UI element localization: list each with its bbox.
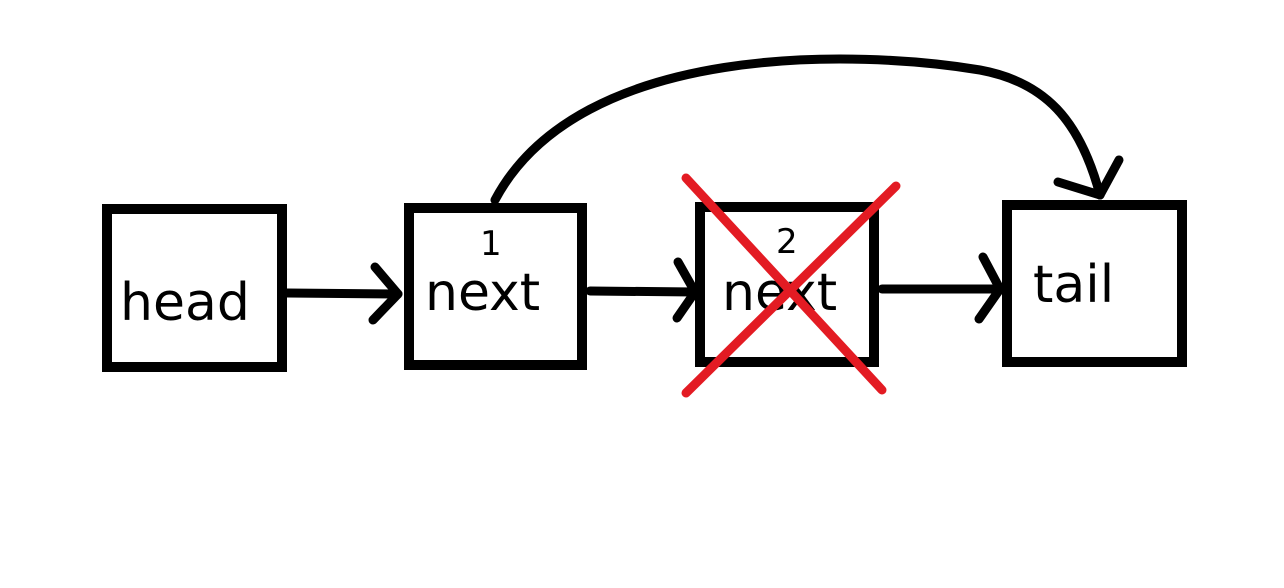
node-next-2-index: 2 [776, 222, 798, 262]
removal-cross-mark [681, 173, 901, 398]
node-head-label: head [120, 273, 250, 333]
arrow-head-to-next1-tip [368, 262, 403, 325]
node-next-1-index: 1 [480, 224, 502, 264]
node-next-1-box [404, 203, 587, 370]
node-tail: tail [1002, 200, 1187, 367]
arrow-next2-to-tail-tip [974, 252, 1005, 324]
bypass-arrowhead-left [1053, 177, 1105, 200]
node-next-1: 1 next [404, 203, 587, 370]
node-next-1-label: next [425, 263, 540, 323]
node-head-box [102, 204, 287, 372]
arrow-next1-to-next2-line [585, 286, 700, 297]
node-head: head [102, 204, 287, 372]
node-tail-box [1002, 200, 1187, 367]
node-next-2-label: next [722, 263, 837, 323]
cross-stroke-2 [681, 181, 901, 398]
cross-stroke-1 [681, 173, 887, 395]
bypass-arrowhead-right [1095, 155, 1124, 200]
node-tail-label: tail [1033, 255, 1114, 315]
bypass-curve-arrow [490, 54, 1105, 205]
arrow-next1-to-next2-tip [672, 257, 700, 323]
arrow-head-to-next1-line [282, 288, 403, 299]
